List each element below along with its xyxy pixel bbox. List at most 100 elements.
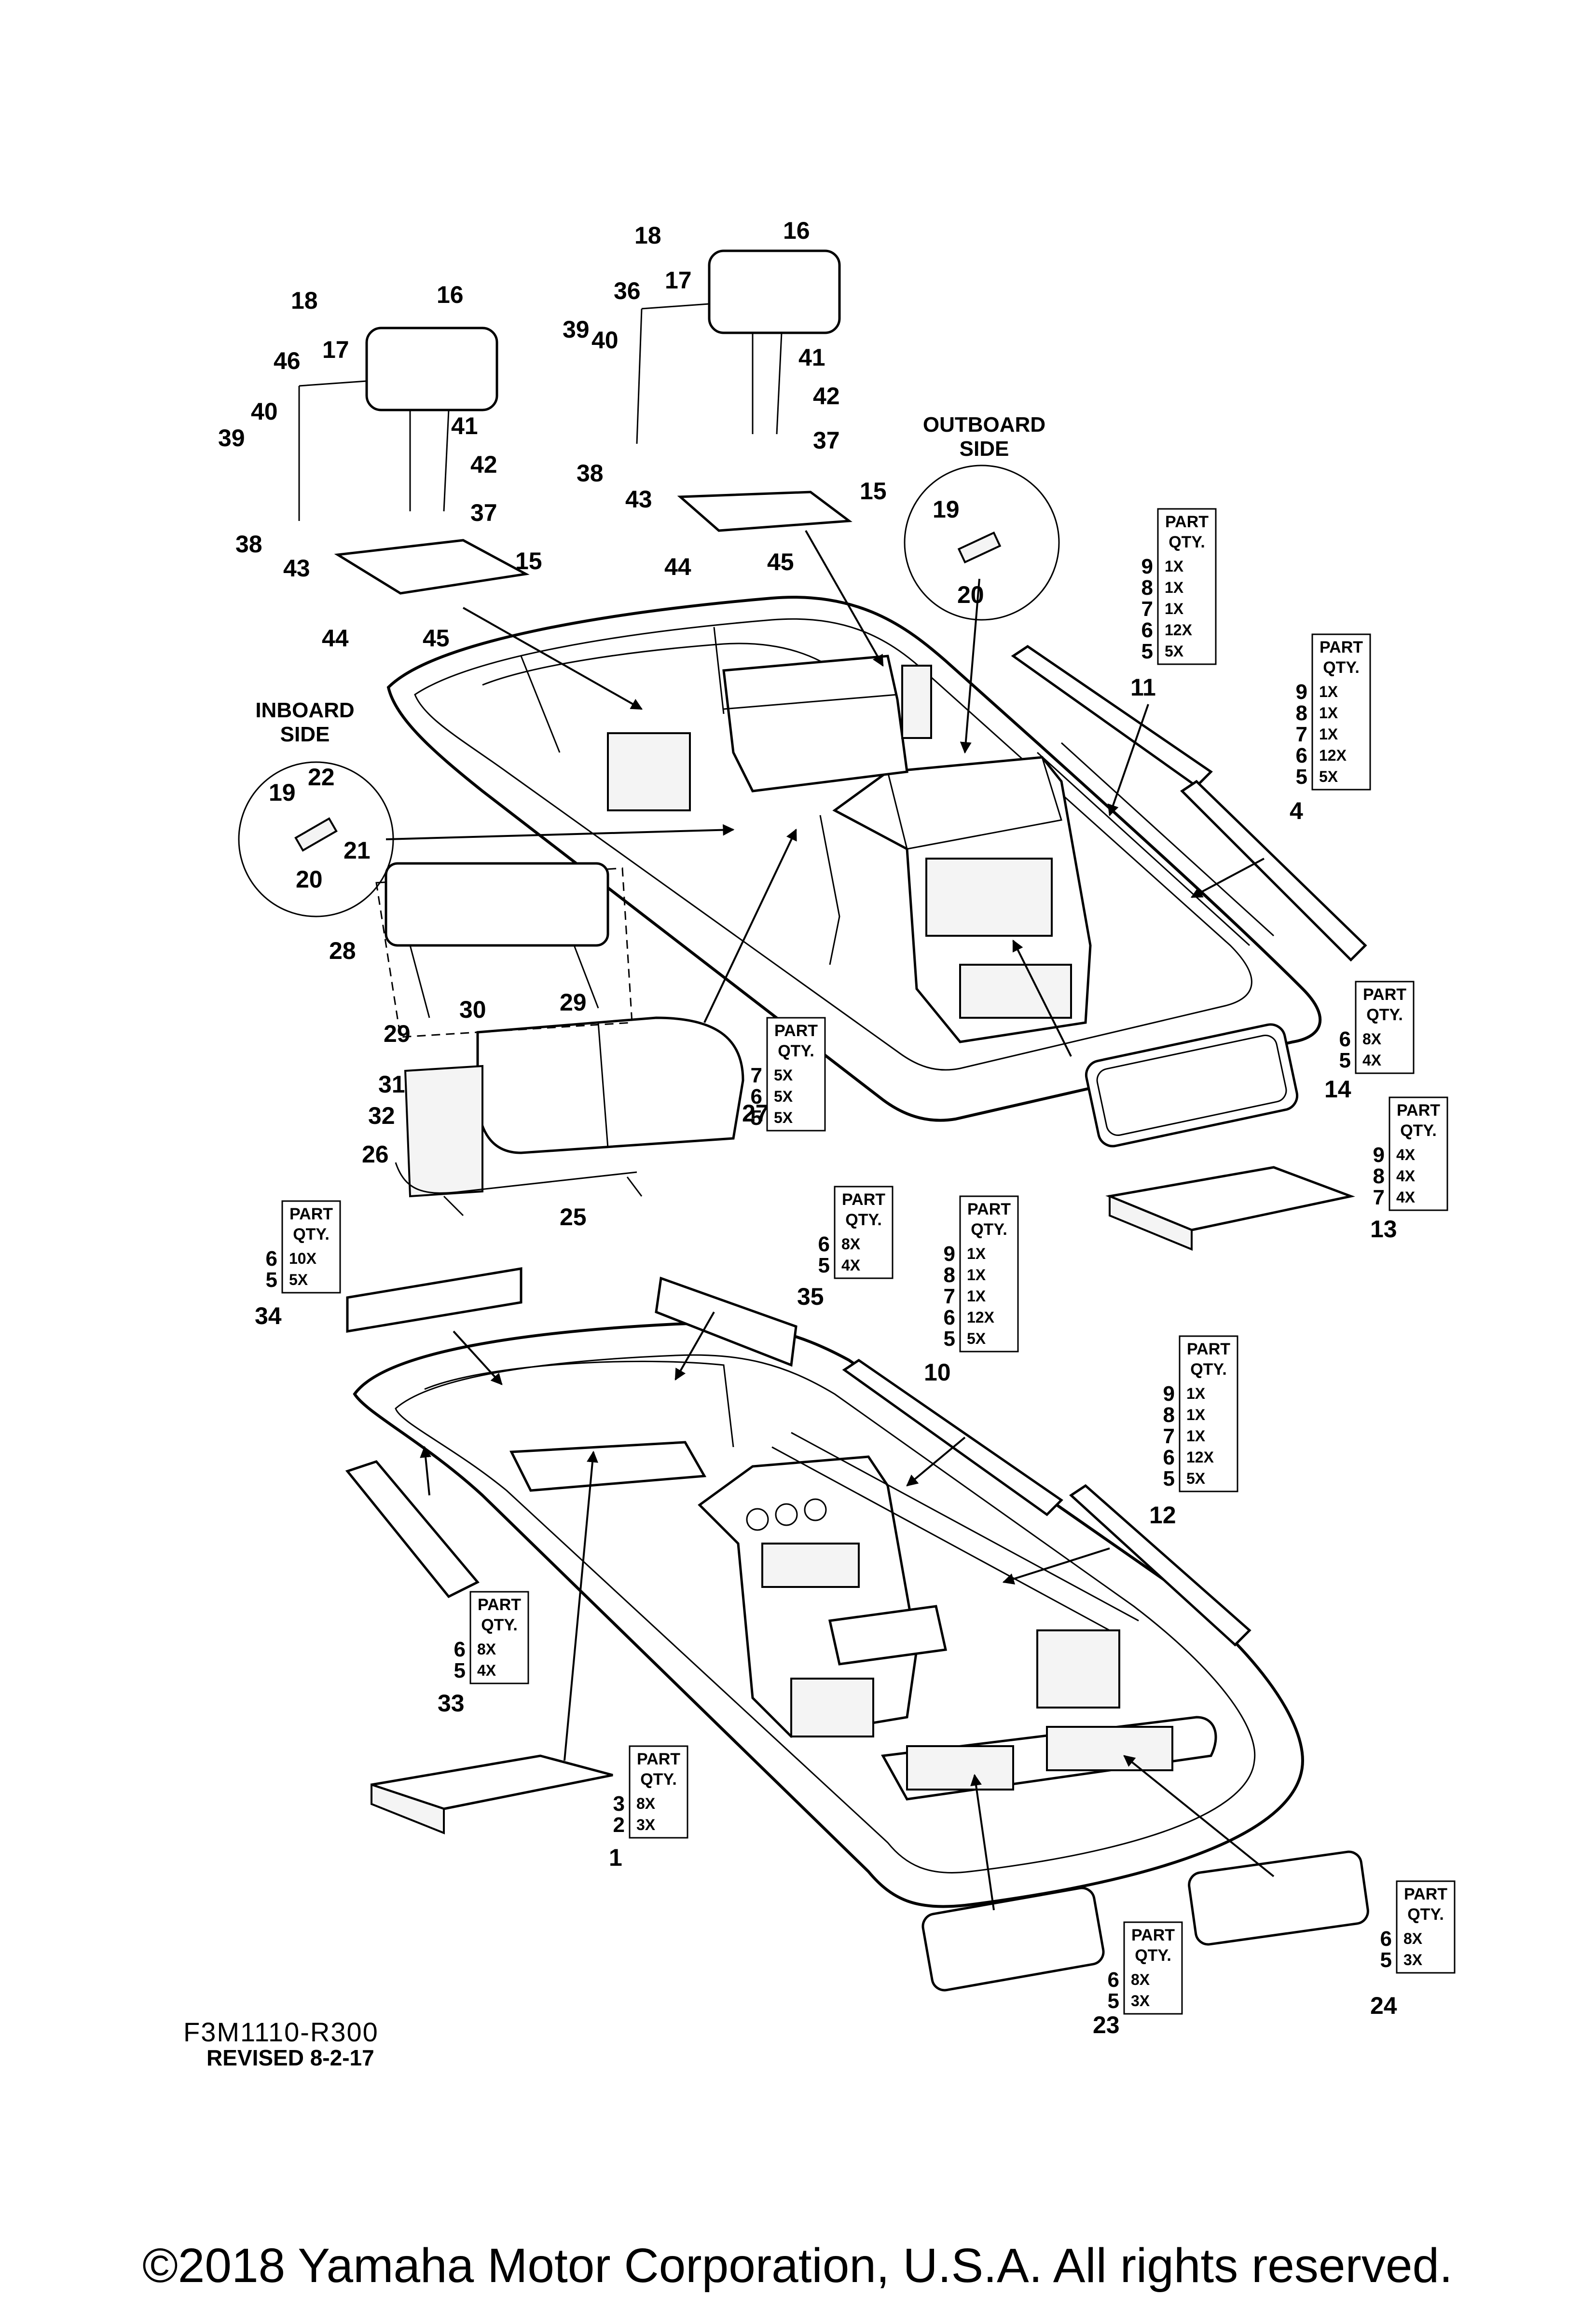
qty-table-qty: 1X (1186, 1427, 1206, 1445)
qty-table-qty: 1X (1165, 600, 1184, 617)
qty-table-header: QTY. (1407, 1905, 1444, 1924)
callout-37: 37 (813, 427, 840, 454)
qty-table-qty: 8X (841, 1235, 861, 1253)
callout-4: 4 (1290, 797, 1303, 824)
copyright-notice: ©2018 Yamaha Motor Corporation, U.S.A. A… (142, 2239, 1453, 2293)
qty-table-box (281, 1200, 341, 1294)
qty-table-ref: 5 (1141, 640, 1153, 663)
qty-table-qty: 8X (636, 1795, 656, 1812)
qty-table-ref: 6 (1108, 1968, 1119, 1992)
qty-table-ref: 6 (266, 1247, 277, 1271)
drawing-code: F3M1110-R300 (183, 2017, 379, 2047)
qty-table-qty: 4X (1396, 1167, 1416, 1185)
qty-table-ref: 9 (1141, 555, 1153, 578)
qty-table-header: QTY. (1190, 1360, 1227, 1379)
qty-table-qty: 1X (1186, 1385, 1206, 1402)
qty-table-ref: 6 (1163, 1446, 1175, 1469)
callout-36: 36 (614, 277, 641, 304)
qty-table-qty: 1X (1319, 683, 1338, 700)
qty-table-ref: 8 (1373, 1164, 1385, 1188)
qty-table-ref: 5 (1339, 1049, 1351, 1072)
qty-table-qty: 8X (1403, 1930, 1423, 1947)
qty-table-ref: 5 (266, 1268, 277, 1292)
qty-table-header: PART (289, 1205, 333, 1223)
outboard-side-label: OUTBOARD (923, 413, 1045, 437)
callout-44: 44 (322, 625, 349, 652)
qty-table-qty: 4X (1396, 1146, 1416, 1163)
callout-24: 24 (1370, 1992, 1397, 2019)
qty-table-qty: 5X (1319, 768, 1338, 785)
callout-27: 27 (742, 1100, 769, 1127)
qty-table-ref: 3 (613, 1792, 625, 1816)
qty-table-ref: 5 (454, 1659, 466, 1682)
qty-table-ref: 8 (1163, 1403, 1175, 1427)
callout-17: 17 (665, 267, 692, 294)
qty-table-box (1179, 1335, 1238, 1492)
callout-40: 40 (251, 398, 278, 425)
qty-table-ref: 2 (613, 1813, 625, 1837)
callout-43: 43 (283, 555, 310, 582)
callout-29: 29 (560, 989, 587, 1016)
outboard-side-label: SIDE (960, 437, 1009, 461)
qty-table-qty: 1X (967, 1287, 986, 1305)
qty-table-qty: 5X (1186, 1470, 1206, 1487)
qty-table-ref: 5 (1296, 765, 1307, 789)
qty-table-ref: 6 (454, 1638, 466, 1661)
qty-table-box (1389, 1096, 1448, 1211)
qty-table-header: PART (967, 1200, 1011, 1218)
callout-20: 20 (296, 866, 323, 893)
qty-table-qty: 5X (774, 1066, 793, 1084)
qty-table-box (1123, 1921, 1183, 2015)
callout-38: 38 (235, 531, 262, 558)
callout-41: 41 (451, 412, 478, 439)
qty-table-qty: 8X (1362, 1030, 1382, 1048)
qty-table-header: QTY. (1323, 658, 1360, 677)
callout-29: 29 (384, 1020, 411, 1047)
callout-46: 46 (274, 347, 301, 374)
callout-21: 21 (344, 837, 371, 864)
qty-table-header: PART (1404, 1885, 1447, 1903)
qty-table-ref: 5 (1163, 1467, 1175, 1490)
qty-table-ref: 8 (1296, 701, 1307, 725)
qty-table-header: PART (842, 1190, 885, 1209)
revision-date: REVISED 8-2-17 (206, 2045, 374, 2070)
qty-table-header: QTY. (845, 1211, 882, 1229)
qty-table-header: PART (478, 1596, 521, 1614)
callout-19: 19 (269, 779, 296, 806)
qty-table-qty: 5X (774, 1109, 793, 1126)
callout-42: 42 (813, 383, 840, 410)
qty-table-qty: 5X (289, 1271, 308, 1288)
callout-28: 28 (329, 937, 356, 964)
callout-30: 30 (459, 996, 486, 1023)
qty-table-qty: 4X (477, 1662, 496, 1679)
callout-16: 16 (437, 281, 464, 308)
qty-table-qty: 4X (841, 1257, 861, 1274)
qty-table-ref: 6 (1380, 1927, 1392, 1951)
callout-43: 43 (625, 486, 652, 513)
qty-table-ref: 8 (944, 1263, 955, 1287)
qty-table-header: QTY. (778, 1042, 814, 1060)
qty-table-header: PART (1397, 1101, 1440, 1120)
callout-13: 13 (1370, 1216, 1397, 1243)
qty-table-ref: 9 (1373, 1143, 1385, 1167)
qty-table-qty: 12X (1319, 747, 1347, 764)
qty-table-header: QTY. (1169, 533, 1205, 551)
callout-26: 26 (362, 1141, 389, 1168)
qty-table-qty: 4X (1362, 1052, 1382, 1069)
qty-table-qty: 3X (1403, 1951, 1423, 1969)
callout-34: 34 (255, 1302, 282, 1329)
qty-table-ref: 6 (1141, 618, 1153, 642)
qty-table-ref: 8 (1141, 576, 1153, 600)
qty-table-ref: 7 (1141, 597, 1153, 621)
callout-18: 18 (291, 287, 318, 314)
callout-15: 15 (860, 478, 887, 505)
